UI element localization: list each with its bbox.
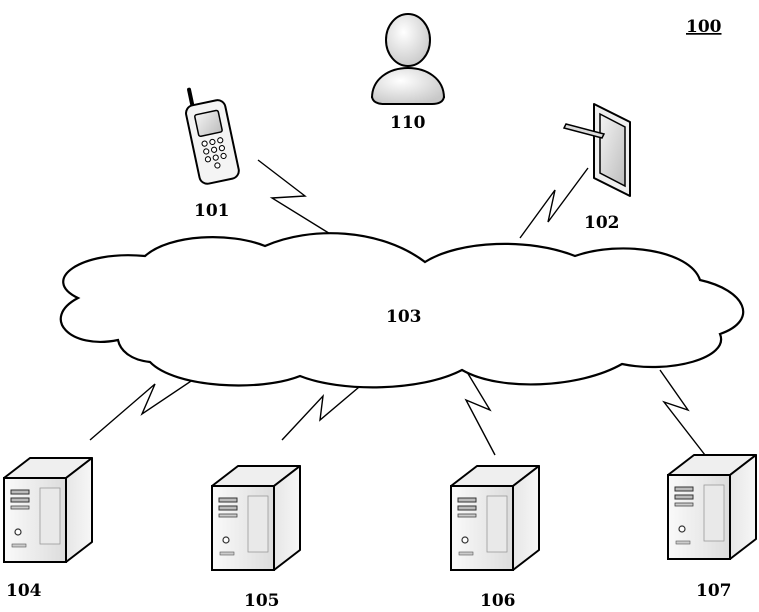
link-103-107	[660, 370, 705, 455]
tablet-label: 102	[584, 213, 620, 233]
server-tower-icon	[4, 458, 92, 562]
link-103-106	[466, 372, 495, 455]
phone-node: 101	[181, 83, 240, 221]
phone-label: 101	[194, 201, 230, 221]
server-tower-icon	[451, 466, 539, 570]
server-107: 107	[668, 455, 756, 601]
user-label: 110	[390, 113, 426, 133]
server-104: 104	[4, 458, 92, 601]
figure-number: 100	[686, 17, 722, 37]
server-tower-icon	[668, 455, 756, 559]
server-tower-icon	[212, 466, 300, 570]
link-101-103	[258, 160, 340, 240]
network-cloud: 103	[61, 233, 743, 387]
mobile-phone-icon	[181, 83, 240, 185]
server-label: 105	[244, 591, 280, 611]
server-106: 106	[451, 466, 539, 611]
tablet-stylus-icon	[564, 104, 630, 196]
tablet-node: 102	[564, 104, 630, 233]
server-label: 107	[696, 581, 732, 601]
user-icon	[372, 14, 444, 104]
network-label: 103	[386, 307, 422, 327]
server-105: 105	[212, 466, 300, 611]
link-102-103	[520, 168, 588, 238]
server-label: 104	[6, 581, 42, 601]
server-label: 106	[480, 591, 516, 611]
link-103-105	[282, 382, 365, 440]
user-node: 110	[372, 14, 444, 133]
